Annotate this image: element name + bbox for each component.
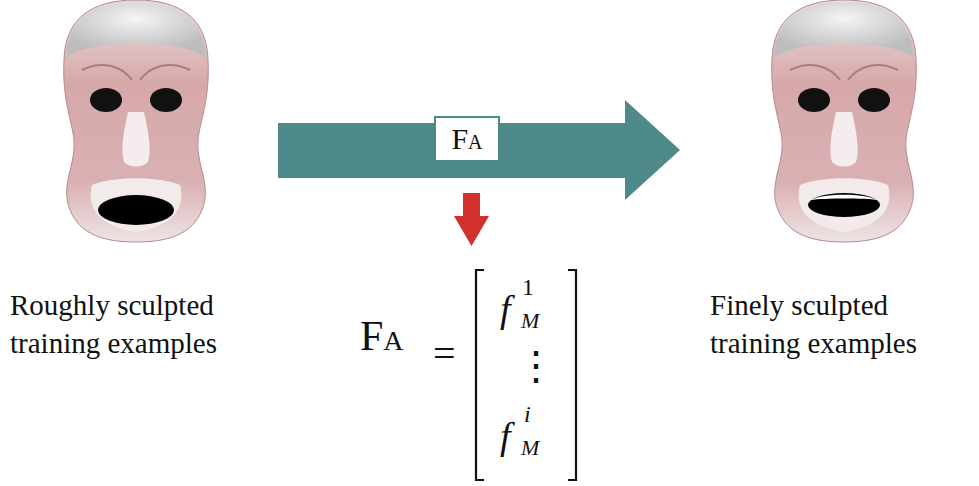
function-box: FA (434, 116, 500, 162)
superscript: i (524, 402, 531, 426)
equals-sign: = (433, 334, 456, 374)
formula-symbol: f (500, 290, 511, 328)
superscript: 1 (522, 275, 534, 299)
caption-text: Finely sculpted training examples (710, 286, 972, 362)
subscript: M (521, 310, 539, 332)
box-label: FA (451, 122, 482, 156)
ellipsis: ⋮ (516, 346, 556, 386)
caption-text: Roughly sculpted training examples (10, 286, 280, 362)
formula-symbol: f (500, 417, 511, 455)
formula-symbol: FA (360, 315, 404, 357)
subscript: M (521, 437, 539, 459)
